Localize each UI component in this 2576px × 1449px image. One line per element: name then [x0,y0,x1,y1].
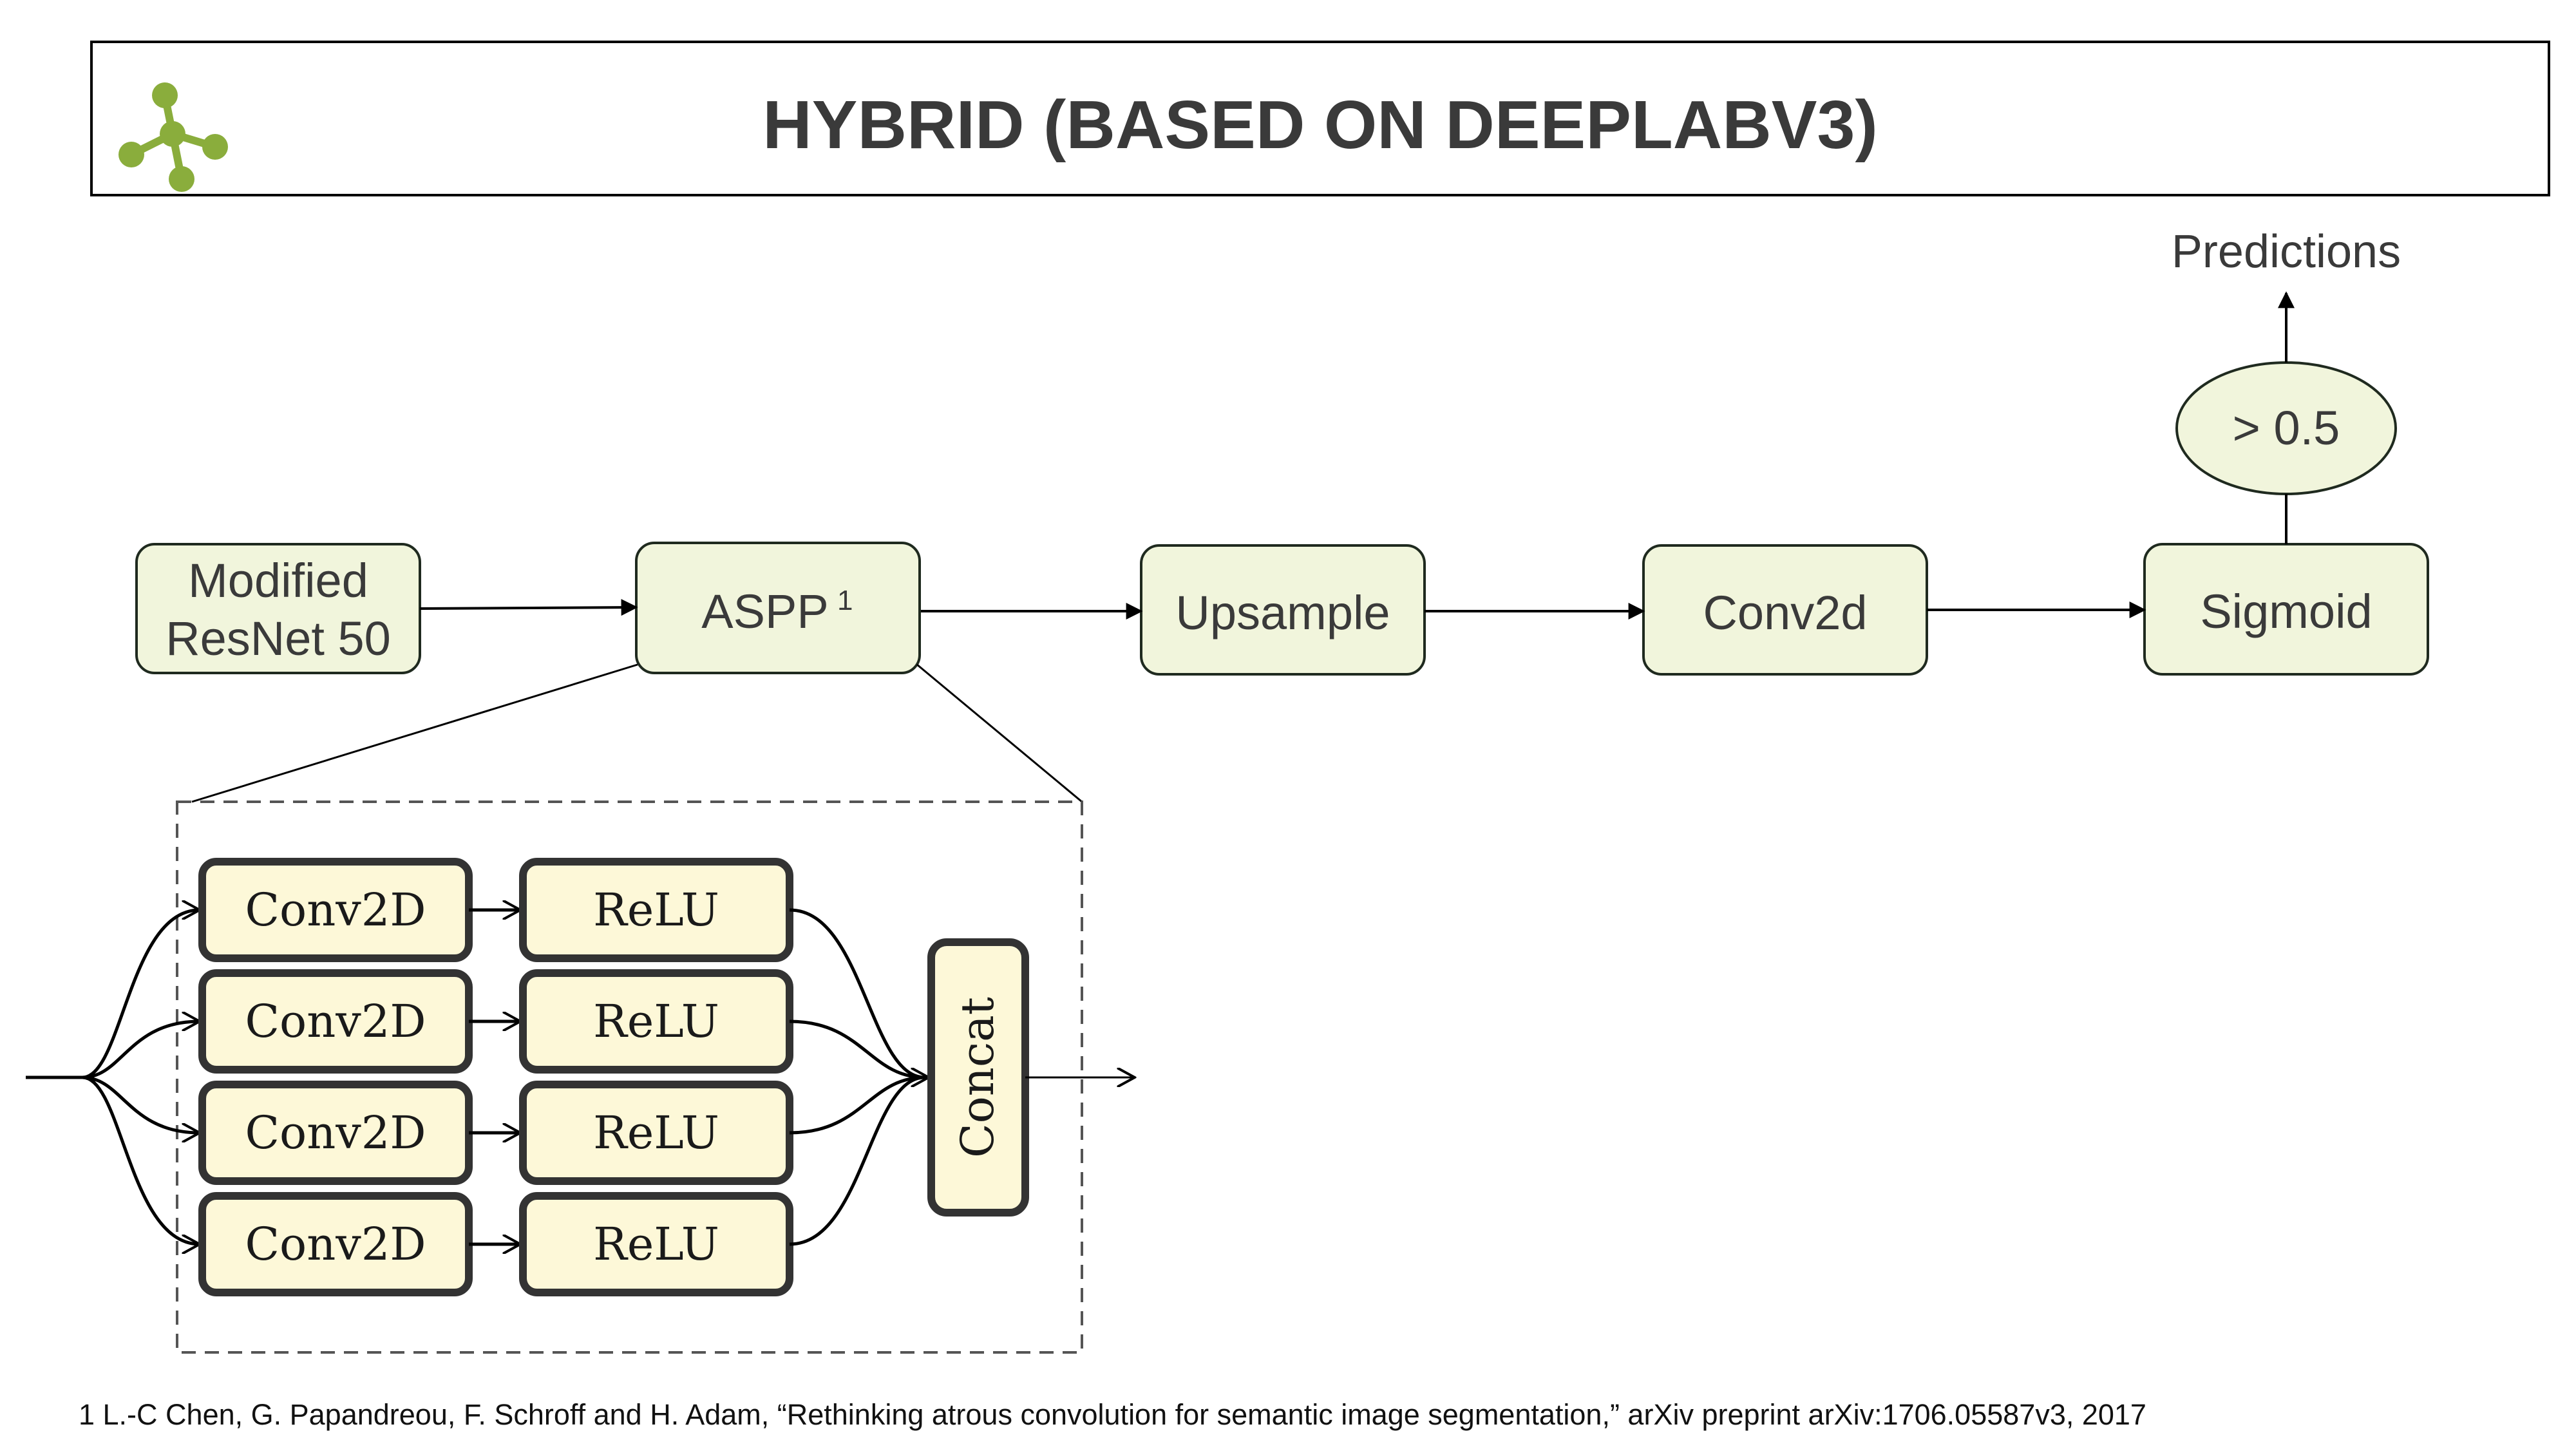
node-sigmoid-label: Sigmoid [2200,585,2372,638]
conv2d-label: Conv2D [245,884,426,936]
fanout-curve-1 [82,910,200,1079]
fanout-curve-4 [82,1075,200,1244]
relu-label: ReLU [593,995,719,1048]
footnote: 1 L.-C Chen, G. Papandreou, F. Schroff a… [79,1398,2146,1431]
fanout-curve-2 [82,1021,200,1079]
node-aspp: ASPP 1 [635,542,921,674]
title-banner [90,41,2550,196]
node-resnet-line1: Modified [188,554,368,607]
zoom-line-left [191,663,638,803]
conv2d-label: Conv2D [245,995,426,1048]
relu-label: ReLU [593,884,719,936]
fanin-curve [789,1075,925,1135]
conv2d-label: Conv2D [245,1218,426,1271]
node-resnet-line2: ResNet 50 [166,612,391,665]
fanout-curve-3 [82,1075,200,1133]
node-aspp-footnote-marker: 1 [837,585,853,616]
relu-label: ReLU [593,1218,719,1271]
concat-block: Concat [927,938,1029,1217]
node-sigmoid: Sigmoid [2143,543,2429,676]
node-upsample: Upsample [1140,544,1426,676]
node-threshold-label: > 0.5 [2233,401,2340,455]
aspp-branch-1: Conv2D ReLU [198,858,925,1079]
arrow-resnet-to-aspp [419,599,638,616]
molecule-icon [118,82,228,192]
aspp-detail-frame [176,800,1083,1354]
node-upsample-label: Upsample [1175,586,1390,639]
page-title: HYBRID (BASED ON DEEPLABV3) [762,87,1878,163]
conv2d-label: Conv2D [245,1106,426,1159]
relu-label: ReLU [593,1106,719,1159]
aspp-branch-3: Conv2D ReLU [198,1075,925,1185]
node-conv2d-label: Conv2d [1703,586,1867,639]
node-conv2d: Conv2d [1642,544,1928,676]
node-threshold: > 0.5 [2175,361,2397,495]
node-aspp-label: ASPP [701,585,828,638]
node-resnet: Modified ResNet 50 [135,543,421,674]
zoom-line-right [916,663,1083,803]
aspp-branch-4: Conv2D ReLU [198,1075,925,1296]
aspp-branch-2: Conv2D ReLU [198,969,925,1079]
fanin-curve [789,1019,925,1079]
concat-label: Concat [951,997,1004,1158]
fanin-curve [789,1075,925,1246]
fanin-curve [789,908,925,1079]
predictions-label: Predictions [2172,226,2401,278]
